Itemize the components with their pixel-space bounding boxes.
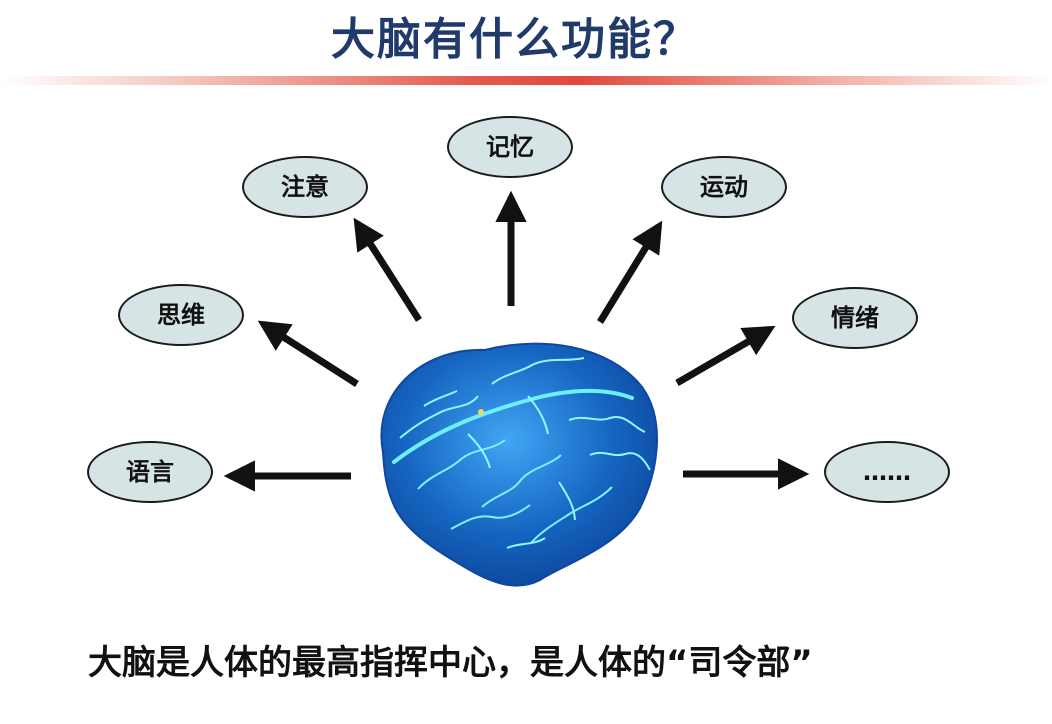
title-divider [0, 76, 1052, 85]
brain-illustration [380, 342, 658, 587]
node-thinking-label: 思维 [157, 301, 205, 329]
node-attention-label: 注意 [281, 173, 329, 201]
node-thinking: 思维 [118, 284, 244, 346]
arrows [223, 190, 810, 492]
arrow-to-movement [597, 220, 663, 324]
arrow-to-attention [353, 217, 422, 322]
node-more-label: …… [863, 458, 911, 486]
node-emotion: 情绪 [792, 287, 918, 349]
node-more: …… [824, 441, 950, 503]
summary-caption: 大脑是人体的最高指挥中心，是人体的“司令部” [88, 643, 813, 683]
node-memory: 记忆 [447, 116, 573, 178]
node-memory-label: 记忆 [486, 133, 534, 161]
page-title: 大脑有什么功能？ [331, 14, 699, 65]
node-language: 语言 [87, 441, 213, 503]
node-attention: 注意 [242, 156, 368, 218]
node-emotion-label: 情绪 [831, 304, 879, 332]
node-movement: 运动 [661, 156, 787, 218]
node-language-label: 语言 [126, 458, 174, 486]
arrow-to-thinking [257, 320, 359, 387]
node-movement-label: 运动 [700, 173, 748, 201]
arrow-to-emotion [675, 325, 776, 387]
